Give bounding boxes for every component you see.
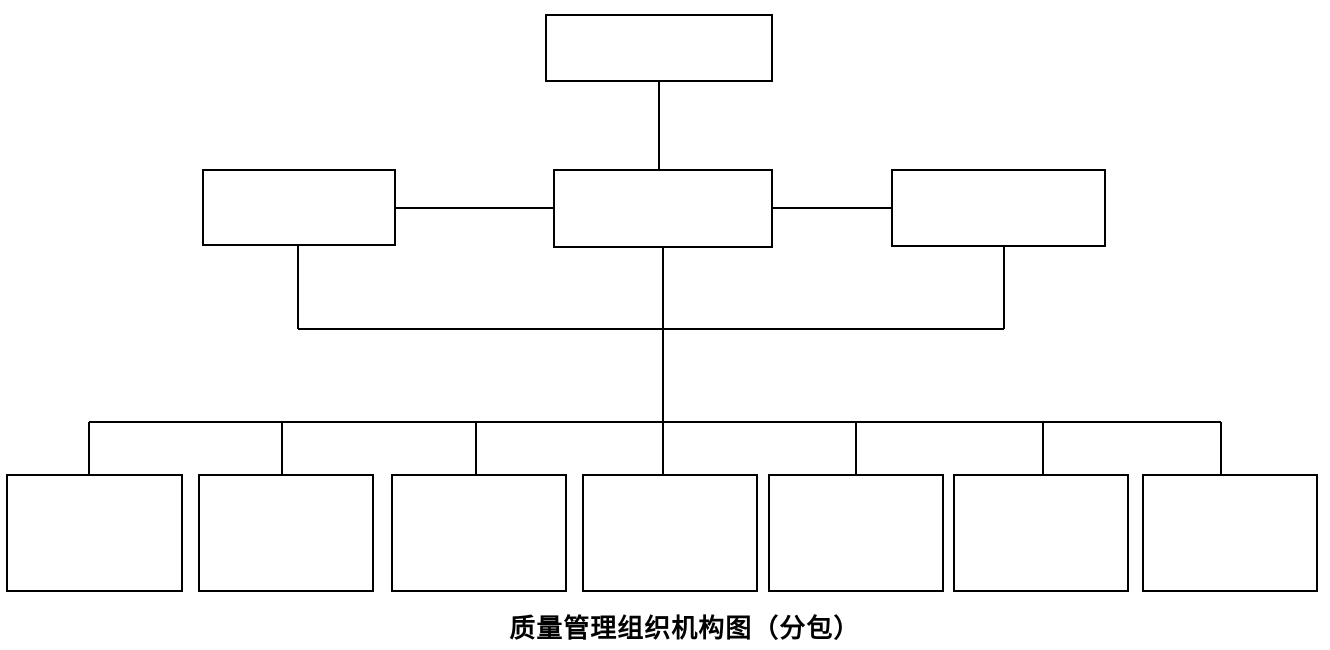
org-box-bottom-1 — [6, 474, 183, 592]
org-box-bottom-6 — [953, 474, 1129, 592]
org-box-bottom-2 — [198, 474, 374, 592]
org-box-bottom-4 — [582, 474, 758, 592]
diagram-caption: 质量管理组织机构图（分包） — [509, 614, 861, 643]
org-box-bottom-3 — [391, 474, 567, 592]
org-box-mid-right — [891, 169, 1106, 247]
org-box-mid-center — [553, 169, 773, 248]
org-box-top — [545, 14, 773, 82]
org-box-mid-left — [202, 169, 396, 246]
org-box-bottom-7 — [1142, 474, 1318, 592]
org-box-bottom-5 — [768, 474, 944, 592]
